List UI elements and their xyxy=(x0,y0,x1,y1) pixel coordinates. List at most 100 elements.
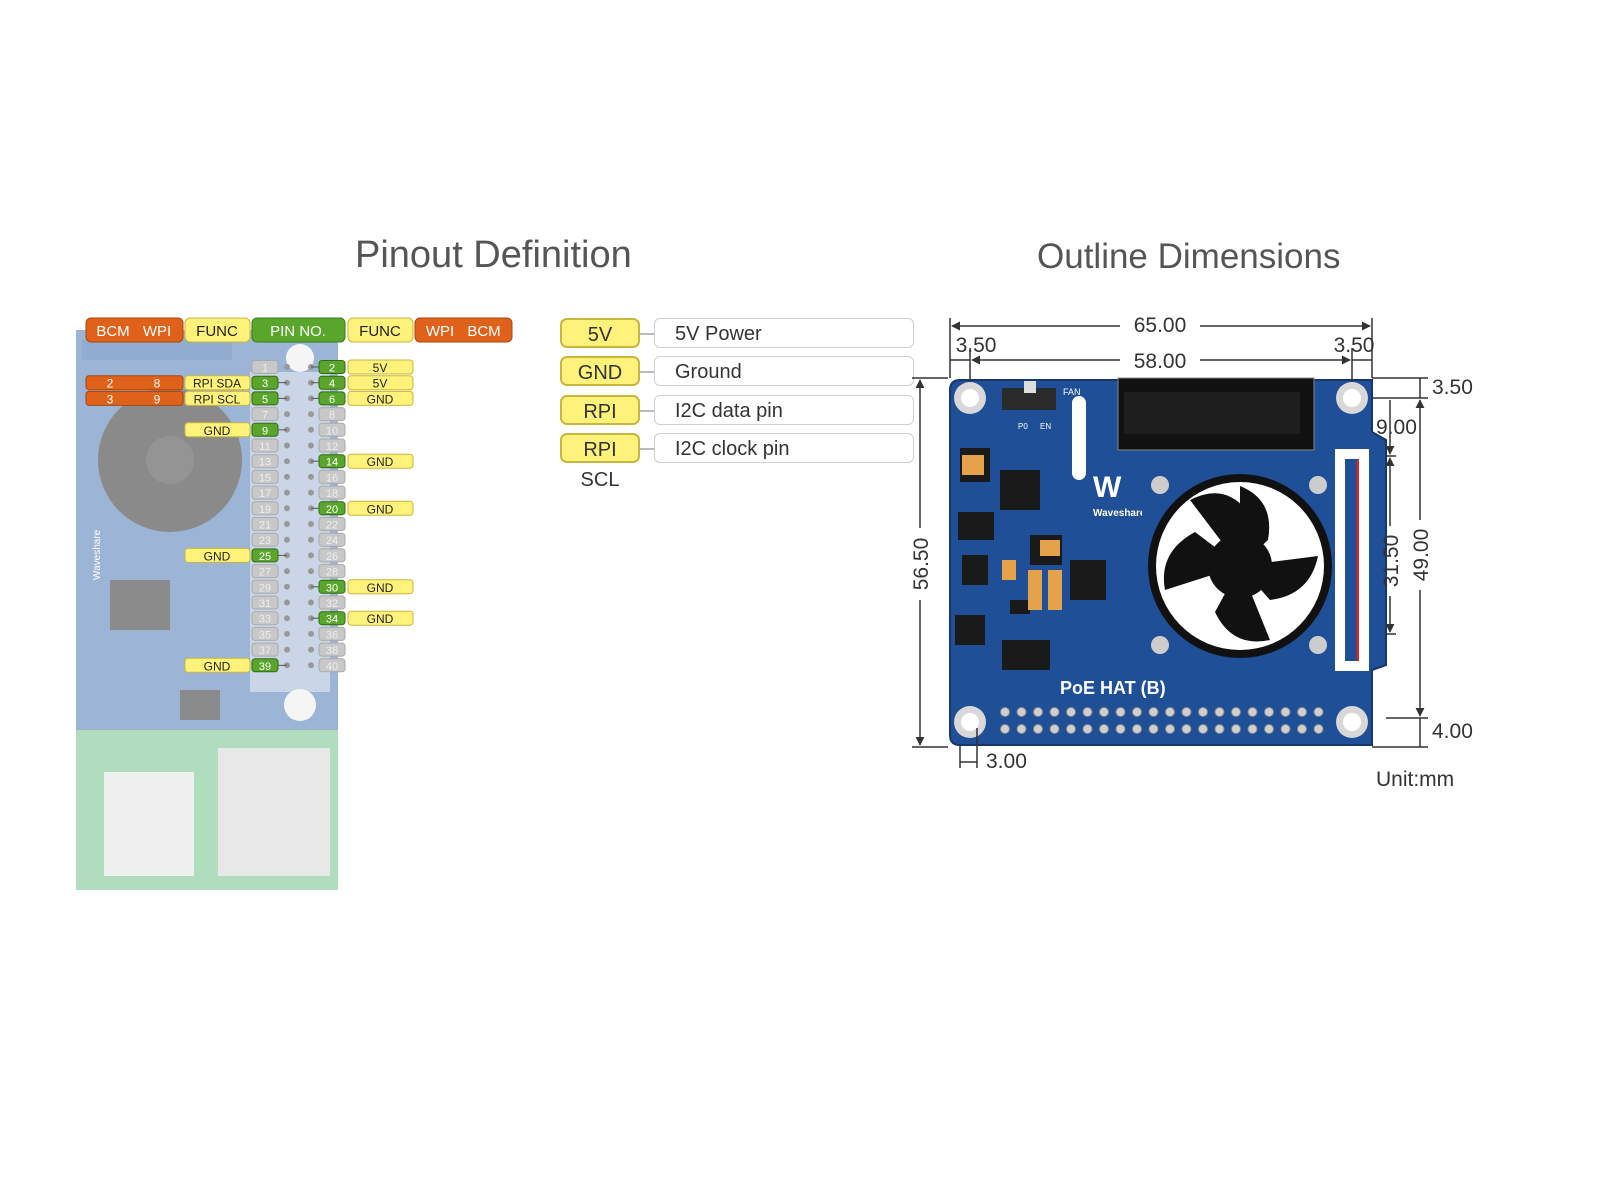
pin-17: 17 xyxy=(251,485,279,500)
pin-1: 1 xyxy=(251,360,279,375)
switch-label-en: EN xyxy=(1040,422,1051,431)
dim-fan-top: 9.00 xyxy=(1376,416,1417,439)
pin-16: 16 xyxy=(318,469,346,484)
pin-4: 4 xyxy=(318,375,346,390)
svg-text:5: 5 xyxy=(262,394,268,406)
svg-text:17: 17 xyxy=(259,488,271,500)
svg-text:9: 9 xyxy=(262,425,268,437)
pin-6: 6 xyxy=(318,391,346,406)
pin-27: 27 xyxy=(251,564,279,579)
dim-top-offset: 3.50 xyxy=(1432,376,1473,399)
svg-text:24: 24 xyxy=(326,535,338,547)
svg-text:32: 32 xyxy=(326,598,338,610)
pin-8: 8 xyxy=(318,407,346,422)
header-pin-dot xyxy=(284,489,290,496)
dimension-lines xyxy=(912,318,1428,768)
svg-text:28: 28 xyxy=(326,567,338,579)
pin-39: 39 xyxy=(251,658,279,673)
svg-text:21: 21 xyxy=(259,520,271,532)
header-bcm-left: BCM xyxy=(96,323,129,340)
header-pin-dot xyxy=(284,473,290,480)
svg-text:GND: GND xyxy=(367,612,394,626)
svg-text:12: 12 xyxy=(326,441,338,453)
svg-text:GND: GND xyxy=(367,392,394,406)
dim-hole-spacing-x: 58.00 xyxy=(1134,350,1187,373)
svg-text:2: 2 xyxy=(329,363,335,375)
pin-36: 36 xyxy=(318,626,346,641)
svg-text:GND: GND xyxy=(367,581,394,595)
gpio-header xyxy=(1000,707,1324,734)
pin-9: 9 xyxy=(251,422,279,437)
svg-text:33: 33 xyxy=(259,614,271,626)
pin-13: 13 xyxy=(251,454,279,469)
pin-14: 14 xyxy=(318,454,346,469)
svg-text:22: 22 xyxy=(326,520,338,532)
outline-diagram: FAN P0 EN W Waveshare xyxy=(910,314,1473,791)
pin-18: 18 xyxy=(318,485,346,500)
header-pin-dot xyxy=(284,646,290,653)
pin-22: 22 xyxy=(318,517,346,532)
legend-desc: Ground xyxy=(654,356,914,386)
header-pin-dot xyxy=(284,521,290,527)
header-pin-dot xyxy=(308,599,314,606)
header-pin-dot xyxy=(284,411,290,418)
legend-desc: I2C data pin xyxy=(654,395,914,425)
header-func-right: FUNC xyxy=(359,323,401,340)
dim-left-offset: 3.50 xyxy=(956,334,997,357)
pin-19: 19 xyxy=(251,501,279,516)
func-tag-pin-2: 5V xyxy=(311,359,414,375)
header-pin-dot xyxy=(284,442,290,449)
pin-26: 26 xyxy=(318,548,346,563)
header-pin-dot xyxy=(308,411,314,418)
pin-40: 40 xyxy=(318,658,346,673)
svg-text:39: 39 xyxy=(259,661,271,673)
pin-15: 15 xyxy=(251,469,279,484)
header-bcm-right: BCM xyxy=(467,323,500,340)
dim-header-offset: 3.00 xyxy=(986,750,1027,773)
svg-text:2: 2 xyxy=(107,377,114,391)
legend-key: GND xyxy=(560,356,640,386)
dim-fan-height: 31.50 xyxy=(1380,535,1403,588)
svg-text:19: 19 xyxy=(259,504,271,516)
legend-key: RPI SDA xyxy=(560,395,640,453)
dim-width-total: 65.00 xyxy=(1134,314,1187,337)
dim-height-total: 56.50 xyxy=(910,538,933,591)
legend-desc: I2C clock pin xyxy=(654,433,914,463)
svg-text:6: 6 xyxy=(329,394,335,406)
header-pin-dot xyxy=(308,568,314,575)
svg-text:36: 36 xyxy=(326,629,338,641)
func-tag-pin-14: GND xyxy=(311,453,414,469)
svg-text:3: 3 xyxy=(107,392,114,406)
pin-11: 11 xyxy=(251,438,279,453)
svg-text:13: 13 xyxy=(259,457,271,469)
pin-31: 31 xyxy=(251,595,279,610)
svg-text:15: 15 xyxy=(259,472,271,484)
pin-33: 33 xyxy=(251,611,279,626)
pin-28: 28 xyxy=(318,564,346,579)
svg-text:38: 38 xyxy=(326,645,338,657)
pin-30: 30 xyxy=(318,579,346,594)
svg-text:27: 27 xyxy=(259,567,271,579)
svg-text:29: 29 xyxy=(259,582,271,594)
func-tag-pin-6: GND xyxy=(311,390,414,406)
svg-text:18: 18 xyxy=(326,488,338,500)
switch-label-p0: P0 xyxy=(1018,422,1028,431)
pin-24: 24 xyxy=(318,532,346,547)
svg-text:3: 3 xyxy=(262,378,268,390)
pin-29: 29 xyxy=(251,579,279,594)
pin-25: 25 xyxy=(251,548,279,563)
pin-32: 32 xyxy=(318,595,346,610)
pin-10: 10 xyxy=(318,422,346,437)
svg-text:25: 25 xyxy=(259,551,271,563)
legend-key: RPI SCL xyxy=(560,433,640,491)
svg-text:23: 23 xyxy=(259,535,271,547)
unit-label: Unit:mm xyxy=(1376,768,1454,791)
svg-text:26: 26 xyxy=(326,551,338,563)
header-row: BCM WPI FUNC PIN NO. FUNC WPI BCM xyxy=(85,317,513,343)
svg-text:8: 8 xyxy=(329,410,335,422)
header-pin-dot xyxy=(308,473,314,480)
svg-text:GND: GND xyxy=(367,502,394,516)
header-pin-dot xyxy=(284,536,290,543)
